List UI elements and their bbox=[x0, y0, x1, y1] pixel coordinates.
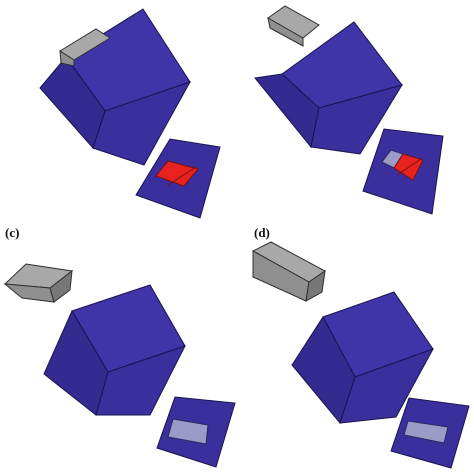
cube-front-face bbox=[92, 81, 192, 166]
panel-label-d: (d) bbox=[254, 225, 270, 240]
scene-a bbox=[39, 8, 221, 219]
panel-label-c: (c) bbox=[5, 225, 20, 240]
scene-d bbox=[251, 241, 470, 469]
red-highlight bbox=[155, 160, 199, 187]
panel-d: (d) bbox=[237, 226, 474, 474]
cube-front-face bbox=[339, 348, 435, 424]
panel-a bbox=[0, 0, 237, 237]
panel-c: (c) bbox=[0, 226, 237, 474]
gray-highlight bbox=[167, 418, 209, 445]
scene-b bbox=[254, 5, 444, 215]
gray-highlight bbox=[403, 420, 449, 444]
scene-c bbox=[3, 263, 236, 468]
gray-block-side bbox=[305, 269, 326, 302]
panel-b bbox=[237, 0, 474, 237]
cube-front-face bbox=[310, 84, 404, 155]
red-highlight-diagonal bbox=[396, 158, 422, 176]
cube-front-face bbox=[95, 345, 186, 416]
gray-block-side bbox=[49, 269, 73, 303]
red-highlight-diagonal bbox=[167, 166, 197, 186]
gray-block-front bbox=[267, 17, 304, 47]
gray-block-front bbox=[59, 50, 75, 67]
